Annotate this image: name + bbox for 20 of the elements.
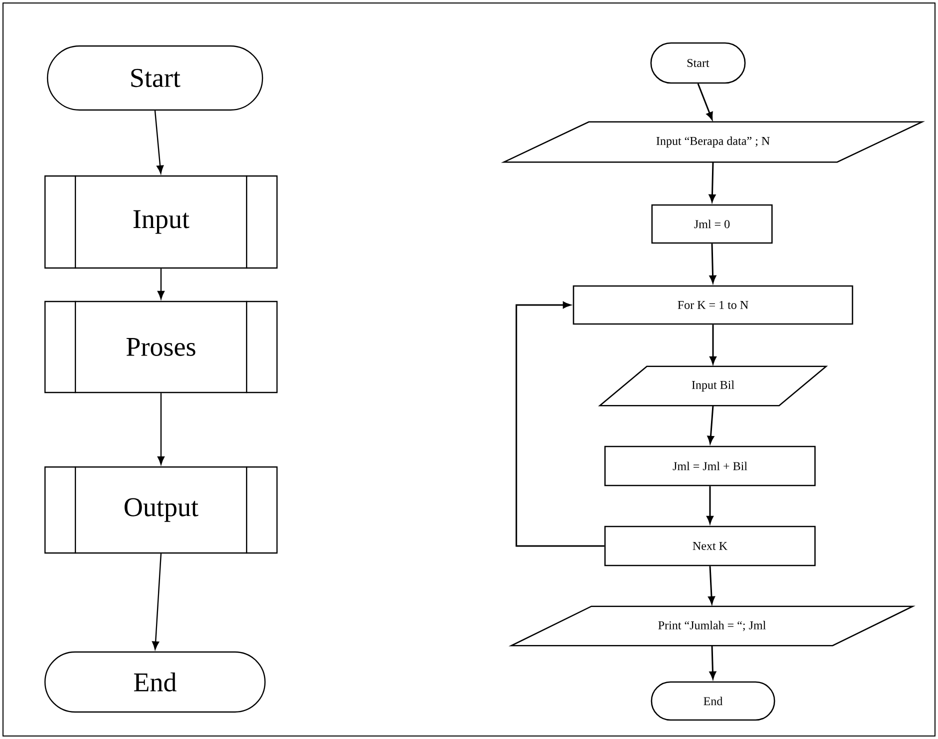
arrow <box>707 406 714 444</box>
arrow <box>516 302 604 547</box>
arrow <box>709 244 716 284</box>
arrow <box>158 393 165 465</box>
arrow <box>697 83 713 120</box>
arrow <box>708 566 715 604</box>
arrow <box>709 646 716 680</box>
arrow <box>158 268 165 300</box>
arrow <box>708 162 716 202</box>
predefined-process-box: Proses <box>44 300 278 394</box>
process-box: Next K <box>604 526 816 566</box>
process-box: For K = 1 to N <box>572 285 854 325</box>
arrow <box>710 324 716 364</box>
arrow <box>152 554 162 650</box>
predefined-process-box: Output <box>44 466 278 554</box>
process-box: Jml = Jml + Bil <box>604 446 816 486</box>
process-box: Jml = 0 <box>651 204 773 244</box>
predefined-process-box: Input <box>44 175 278 269</box>
arrow <box>154 110 164 174</box>
arrow <box>706 486 714 524</box>
